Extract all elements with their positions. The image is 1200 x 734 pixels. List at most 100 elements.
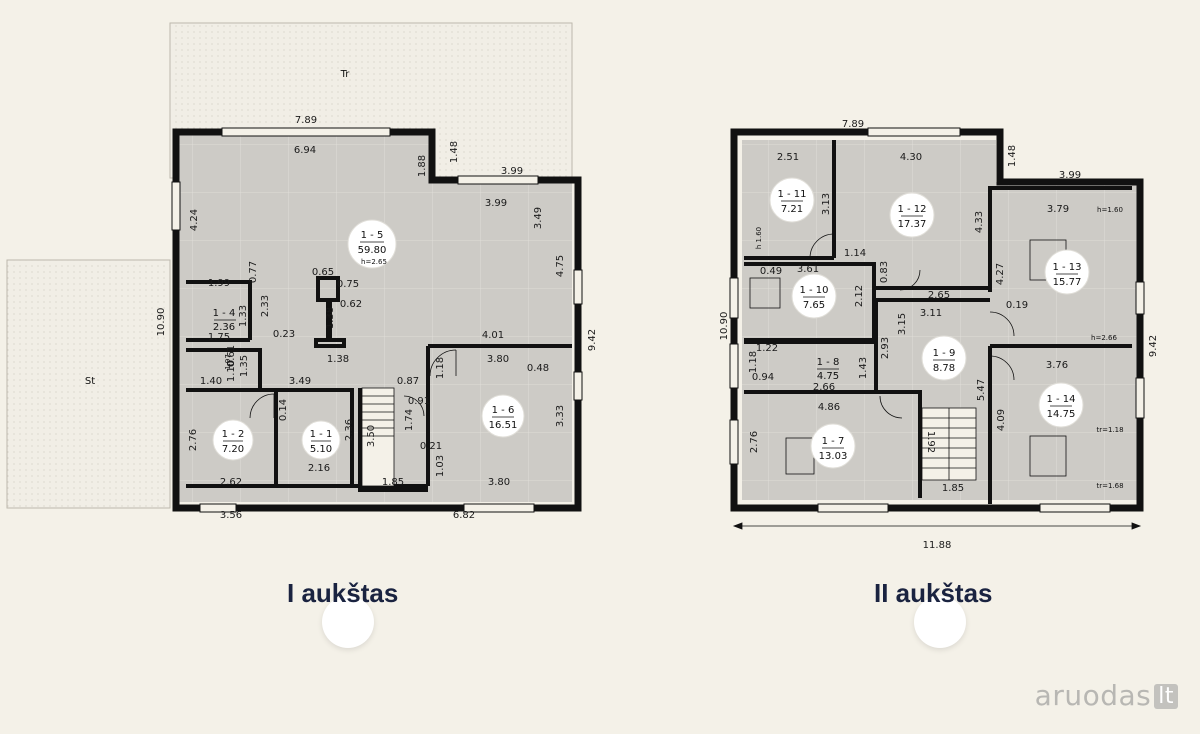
svg-text:0.65: 0.65 [312, 267, 334, 278]
room-1-12[interactable]: 1 - 12 17.37 [889, 192, 935, 238]
svg-text:3.76: 3.76 [1046, 360, 1068, 371]
svg-text:2.76: 2.76 [188, 429, 199, 451]
svg-text:1.48: 1.48 [1007, 145, 1018, 167]
svg-text:1.40: 1.40 [200, 376, 222, 387]
svg-text:6.94: 6.94 [294, 145, 316, 156]
svg-text:2.65: 2.65 [928, 290, 950, 301]
svg-text:1.18: 1.18 [435, 357, 446, 379]
room-1-14[interactable]: 1 - 14 14.75 [1038, 382, 1084, 428]
svg-text:4.75: 4.75 [555, 255, 566, 277]
svg-text:2.36: 2.36 [213, 322, 235, 333]
svg-text:59.80: 59.80 [358, 245, 387, 256]
floor-2-outer-wall [730, 128, 1144, 512]
svg-text:1.99: 1.99 [208, 278, 230, 289]
room-1-13[interactable]: 1 - 13 15.77 [1044, 249, 1090, 295]
svg-text:14.75: 14.75 [1047, 409, 1076, 420]
brand-suffix: lt [1154, 684, 1178, 709]
svg-text:3.99: 3.99 [485, 198, 507, 209]
floor-2-windows [729, 127, 1145, 513]
svg-text:5.47: 5.47 [976, 379, 987, 401]
svg-text:h=1.60: h=1.60 [1097, 206, 1123, 214]
svg-text:7.65: 7.65 [803, 300, 825, 311]
svg-text:7.89: 7.89 [842, 119, 864, 130]
svg-text:1 - 9: 1 - 9 [933, 348, 956, 359]
floor-2-dimensions: 7.89 1.48 3.99 2.51 4.30 3.13 4.33 3.79 … [719, 119, 1159, 551]
svg-text:3.49: 3.49 [533, 207, 544, 229]
svg-text:4.27: 4.27 [995, 263, 1006, 285]
svg-text:2.62: 2.62 [220, 477, 242, 488]
svg-text:5.10: 5.10 [310, 444, 332, 455]
floor-2-inner-walls [744, 140, 1132, 504]
svg-text:2.36: 2.36 [344, 419, 355, 441]
svg-text:1.92: 1.92 [925, 431, 936, 453]
svg-text:0.61: 0.61 [226, 345, 237, 367]
room-1-5[interactable]: 1 - 5 59.80 h=2.65 [347, 219, 397, 269]
room-1-4[interactable]: 1 - 4 2.36 [213, 308, 236, 333]
svg-text:1.97: 1.97 [224, 354, 232, 370]
floor-2-title: II aukštas [874, 578, 993, 608]
svg-text:0.19: 0.19 [1006, 300, 1028, 311]
svg-text:h 1.60: h 1.60 [755, 227, 763, 249]
floor-1-outer-wall [172, 128, 582, 512]
stairs-area-label: St [85, 376, 95, 387]
svg-text:3.61: 3.61 [797, 264, 819, 275]
svg-text:0.23: 0.23 [273, 329, 295, 340]
floor-1-doors [249, 349, 457, 419]
svg-text:3.13: 3.13 [821, 193, 832, 215]
svg-text:3.80: 3.80 [488, 477, 510, 488]
svg-text:3.56: 3.56 [220, 510, 242, 521]
svg-text:16.51: 16.51 [489, 420, 518, 431]
svg-text:1.88: 1.88 [417, 155, 428, 177]
svg-text:1 - 8: 1 - 8 [817, 357, 840, 368]
svg-text:1.74: 1.74 [404, 409, 415, 431]
svg-text:1.48: 1.48 [449, 141, 460, 163]
svg-text:10.90: 10.90 [719, 312, 730, 341]
room-1-8[interactable]: 1 - 8 4.75 [817, 357, 840, 382]
room-1-10[interactable]: 1 - 10 7.65 [791, 273, 837, 319]
svg-text:1.10: 1.10 [226, 360, 237, 382]
svg-text:tr=1.68: tr=1.68 [1096, 482, 1123, 490]
room-1-7[interactable]: 1 - 7 13.03 [810, 423, 856, 469]
svg-text:1.38: 1.38 [325, 307, 336, 329]
svg-text:4.30: 4.30 [900, 152, 922, 163]
floor-1-plan: Tr St [6, 22, 598, 521]
svg-text:3.79: 3.79 [1047, 204, 1069, 215]
floor-2-total-dimension-line [732, 522, 1142, 530]
room-1-1[interactable]: 1 - 1 5.10 [301, 420, 341, 460]
svg-text:1 - 4: 1 - 4 [213, 308, 236, 319]
svg-text:1 - 12: 1 - 12 [897, 204, 926, 215]
svg-text:0.62: 0.62 [340, 299, 362, 310]
room-1-11[interactable]: 1 - 11 7.21 [769, 177, 815, 223]
brand-name: aruodas [1034, 679, 1152, 712]
svg-text:1.33: 1.33 [238, 305, 249, 327]
room-1-9[interactable]: 1 - 9 8.78 [921, 335, 967, 381]
svg-text:3.50: 3.50 [366, 425, 377, 447]
floor-2-fill [742, 140, 1138, 500]
floor-1-dimensions: 7.89 6.94 1.48 1.88 3.99 3.99 3.49 4.24 … [156, 115, 598, 521]
svg-text:tr=1.18: tr=1.18 [1096, 426, 1123, 434]
svg-text:1.43: 1.43 [858, 357, 869, 379]
svg-text:3.80: 3.80 [487, 354, 509, 365]
svg-text:1 - 7: 1 - 7 [822, 436, 845, 447]
room-1-2[interactable]: 1 - 2 7.20 [212, 419, 254, 461]
svg-text:1.38: 1.38 [327, 354, 349, 365]
svg-text:10.90: 10.90 [156, 308, 167, 337]
svg-text:7.20: 7.20 [222, 444, 244, 455]
svg-text:2.33: 2.33 [260, 295, 271, 317]
svg-text:13.03: 13.03 [819, 451, 848, 462]
floor-1-windows [171, 127, 583, 513]
room-1-6[interactable]: 1 - 6 16.51 [481, 394, 525, 438]
svg-text:3.11: 3.11 [920, 308, 942, 319]
svg-text:4.24: 4.24 [189, 209, 200, 231]
svg-text:0.77: 0.77 [248, 261, 259, 283]
svg-text:0.49: 0.49 [760, 266, 782, 277]
svg-text:4.09: 4.09 [996, 409, 1007, 431]
svg-text:0.14: 0.14 [278, 399, 289, 421]
svg-text:4.86: 4.86 [818, 402, 840, 413]
svg-text:0.83: 0.83 [879, 261, 890, 283]
floor-1-title: I aukštas [287, 578, 399, 608]
svg-text:9.42: 9.42 [587, 329, 598, 351]
floor-1-badge [322, 596, 374, 648]
svg-text:1.75: 1.75 [208, 332, 230, 343]
